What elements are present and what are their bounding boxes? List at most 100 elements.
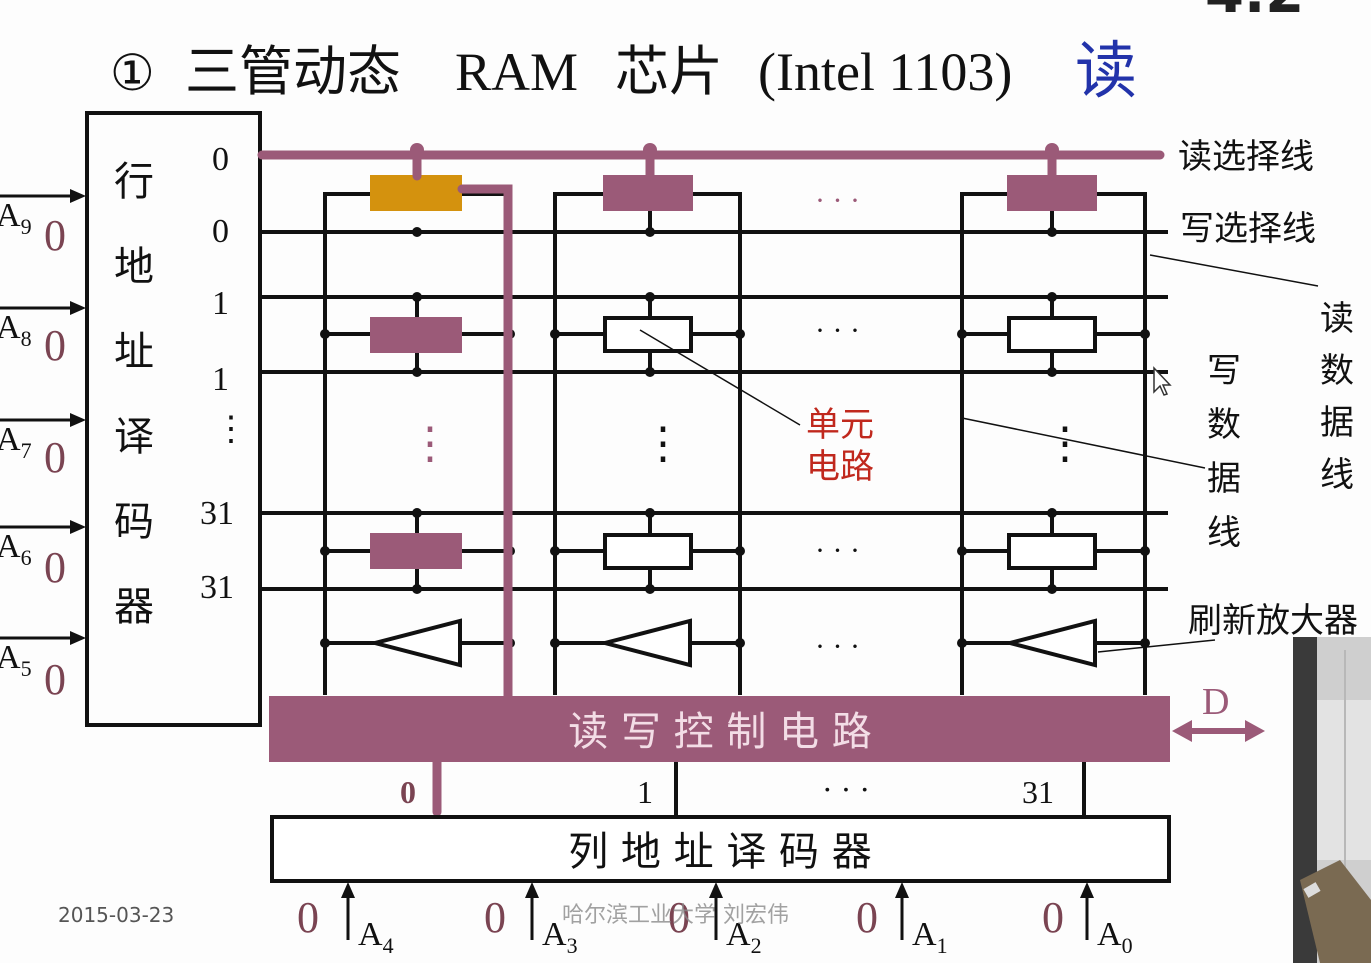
address-input-A8: A8 0 [0, 301, 86, 370]
refresh-amp [597, 618, 692, 668]
read-data-char: 数 [1320, 351, 1354, 391]
addr-base: A [726, 916, 751, 953]
title-circled-num: ① [110, 44, 155, 102]
addr-value: 0 [484, 893, 506, 942]
row-output: 1 [212, 361, 229, 398]
addr-base: A [0, 421, 21, 458]
cell-stems [325, 194, 1145, 589]
write-data-char: 线 [1207, 513, 1241, 553]
svg-text:A3: A3 [542, 916, 578, 958]
title-chip: 芯片 [615, 40, 723, 103]
addr-sub: 4 [383, 933, 394, 958]
row-output: 0 [212, 141, 229, 178]
row-output: 1 [212, 285, 229, 322]
svg-text:A8: A8 [0, 309, 32, 351]
addr-base: A [0, 197, 21, 234]
rw-control-label: 读 写 控 制 电 路 [568, 709, 872, 755]
svg-text:A9: A9 [0, 197, 32, 239]
addr-value: 0 [44, 543, 66, 592]
read-data-char: 线 [1320, 455, 1354, 495]
row-decoder-char: 地 [114, 244, 154, 290]
cell [1007, 316, 1097, 353]
title-cn: 三管动态 [185, 40, 401, 103]
svg-text:A4: A4 [358, 916, 394, 958]
read-data-line-active [457, 184, 513, 702]
cell [1007, 533, 1097, 570]
write-data-char: 数 [1207, 405, 1241, 445]
row-decoder-char: 译 [114, 414, 154, 460]
write-data-char: 据 [1207, 459, 1241, 499]
column-output: 1 [637, 774, 653, 810]
cell-highlighted [370, 317, 462, 353]
addr-sub: 0 [1122, 933, 1133, 958]
addr-value: 0 [668, 893, 690, 942]
data-port-arrow-icon [1172, 720, 1265, 742]
read-data-char: 读 [1320, 299, 1354, 339]
row-decoder-outputs: 0 0 1 1 ⋮ 31 31 [200, 141, 248, 606]
cell-label-line: 单元 [806, 405, 874, 445]
row-output: 31 [200, 569, 234, 606]
address-input-A6: A6 0 [0, 520, 86, 592]
cell-selected [370, 175, 462, 211]
ellipsis-markers: · · · · · · · · · · · · ⋮ ⋮ ⋮ [408, 184, 1087, 663]
addr-value: 0 [44, 321, 66, 370]
addr-value: 0 [44, 211, 66, 260]
title: ① 三管动态 RAM 芯片 (Intel 1103) 读 [110, 34, 1137, 107]
write-data-line-col31 [960, 192, 1007, 695]
write-data-char: 写 [1207, 351, 1241, 391]
row-decoder-char: 器 [114, 584, 154, 630]
select-lines [260, 230, 1168, 591]
addr-base: A [0, 309, 21, 346]
column-output: 0 [400, 774, 416, 810]
footer-credit: 哈尔滨工业大学 刘宏伟 [562, 903, 789, 928]
row-decoder-char: 行 [114, 159, 154, 205]
row-output: 31 [200, 495, 234, 532]
slide-date: 2015-03-23 [58, 903, 174, 927]
refresh-amps [325, 618, 1145, 668]
row-decoder-char: 址 [114, 329, 154, 375]
rw-control-bar [269, 696, 1170, 762]
title-mode: 读 [1075, 34, 1137, 107]
write-select-label: 写选择线 [1180, 209, 1316, 249]
v-ellipsis: ⋮ [641, 419, 685, 468]
read-data-char: 据 [1320, 403, 1354, 443]
row-address-inputs: A9 0 A8 0 A7 0 A6 0 A5 0 [0, 189, 86, 704]
presenter-video-inset [1293, 637, 1371, 963]
addr-value: 0 [856, 893, 878, 942]
address-input-A1: 0 A1 [856, 882, 948, 958]
h-ellipsis: · · · [815, 314, 860, 347]
addr-value: 0 [1042, 893, 1064, 942]
svg-text:A7: A7 [0, 421, 32, 463]
address-input-A5: A5 0 [0, 631, 86, 704]
svg-text:A6: A6 [0, 528, 32, 570]
addr-value: 0 [297, 893, 319, 942]
addr-base: A [912, 916, 937, 953]
cell-row-31 [370, 533, 1097, 570]
write-data-label: 写 数 据 线 [1207, 351, 1241, 553]
addr-sub: 6 [21, 545, 32, 570]
cell [603, 533, 693, 570]
addr-sub: 5 [21, 656, 32, 681]
read-data-line-col1 [693, 192, 742, 695]
address-input-A3: 0 A3 [484, 882, 578, 958]
write-data-line-col1 [553, 192, 603, 695]
svg-text:A0: A0 [1097, 916, 1133, 958]
column-output: 31 [1022, 774, 1054, 810]
h-ellipsis: · · · [815, 630, 860, 663]
refresh-amp-leader [1097, 639, 1216, 653]
cell-leader [639, 329, 801, 426]
h-ellipsis: · · · [815, 534, 860, 567]
cell-row-0 [370, 175, 1097, 211]
addr-base: A [0, 528, 21, 565]
mouse-cursor-icon [1153, 366, 1172, 396]
refresh-amp-label: 刷新放大器 [1188, 601, 1358, 641]
read-data-leader [1149, 254, 1319, 287]
row-decoder-box [85, 111, 262, 727]
read-data-line-col0 [462, 192, 512, 695]
address-input-A4: 0 A4 [297, 882, 394, 958]
addr-sub: 2 [751, 933, 762, 958]
cell-highlighted [370, 533, 462, 569]
v-ellipsis: ⋮ [408, 419, 452, 468]
addr-sub: 7 [21, 438, 32, 463]
read-data-label: 读 数 据 线 [1320, 299, 1354, 495]
